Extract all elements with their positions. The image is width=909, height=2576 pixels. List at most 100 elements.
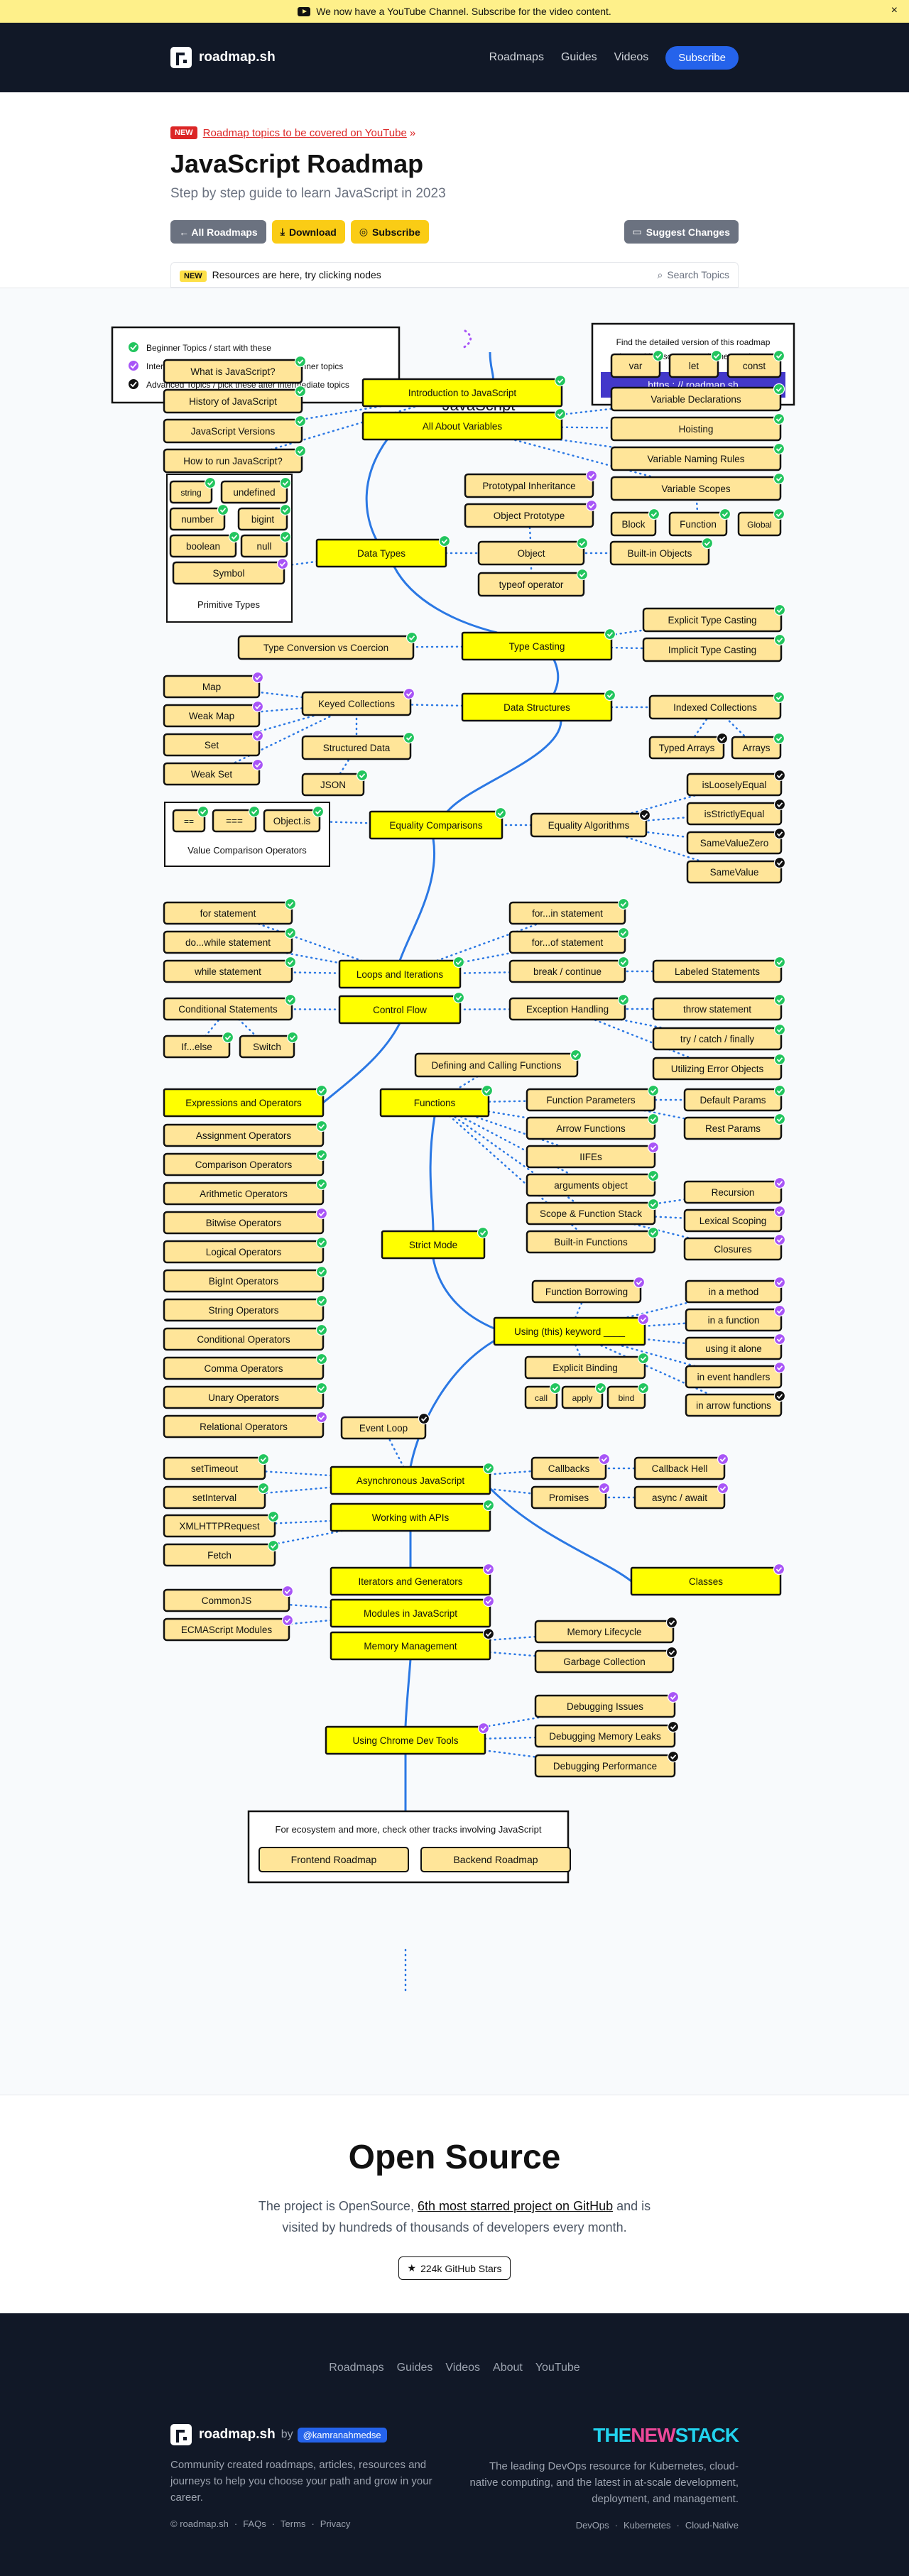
- node-commonjs[interactable]: CommonJS: [163, 1585, 294, 1612]
- node-iterators-and-generators[interactable]: Iterators and Generators: [330, 1563, 495, 1596]
- node-expressions-and-operators[interactable]: Expressions and Operators: [163, 1084, 328, 1118]
- node-async-await[interactable]: async / await: [633, 1482, 729, 1510]
- brand-logo[interactable]: roadmap.sh: [170, 47, 276, 68]
- node-block[interactable]: Block: [610, 508, 660, 537]
- nav-videos-link[interactable]: Videos: [614, 51, 649, 63]
- cloud-native-link[interactable]: Cloud-Native: [685, 2520, 739, 2531]
- all-roadmaps-button[interactable]: ← All Roadmaps: [170, 220, 266, 244]
- node-setinterval[interactable]: setInterval: [163, 1482, 270, 1510]
- node-bigint-operators[interactable]: BigInt Operators: [163, 1265, 328, 1293]
- node-samevalue[interactable]: SameValue: [686, 856, 786, 884]
- node-islooselyequal[interactable]: isLooselyEqual: [686, 769, 786, 797]
- node-comma-operators[interactable]: Comma Operators: [163, 1353, 328, 1380]
- node-prototypal-inheritance[interactable]: Prototypal Inheritance: [464, 469, 598, 498]
- node-keyed-collections[interactable]: Keyed Collections: [301, 687, 415, 716]
- thenewstack-logo[interactable]: THENEWSTACK: [593, 2424, 739, 2446]
- node-recursion[interactable]: Recursion: [683, 1177, 786, 1204]
- node-while-statement[interactable]: while statement: [163, 956, 297, 983]
- node-memory-lifecycle[interactable]: Memory Lifecycle: [534, 1616, 678, 1644]
- footer-roadmaps-link[interactable]: Roadmaps: [329, 2362, 384, 2374]
- terms-link[interactable]: Terms: [281, 2518, 306, 2529]
- node-weak-map[interactable]: Weak Map: [163, 700, 264, 728]
- kubernetes-link[interactable]: Kubernetes: [624, 2520, 671, 2531]
- node-using-it-alone[interactable]: using it alone: [685, 1333, 786, 1360]
- node-unary-operators[interactable]: Unary Operators: [163, 1382, 328, 1409]
- node-arrow-functions[interactable]: Arrow Functions: [526, 1113, 660, 1140]
- node-for-in-statement[interactable]: for...in statement: [508, 897, 630, 925]
- node-switch[interactable]: Switch: [239, 1031, 299, 1059]
- node-arguments-object[interactable]: arguments object: [526, 1169, 660, 1197]
- privacy-link[interactable]: Privacy: [320, 2518, 351, 2529]
- node-samevaluezero[interactable]: SameValueZero: [686, 827, 786, 855]
- node-number[interactable]: number: [169, 503, 229, 531]
- node-logical-operators[interactable]: Logical Operators: [163, 1236, 328, 1264]
- node-how-to-run-javascript[interactable]: How to run JavaScript?: [163, 444, 307, 474]
- node-history-of-javascript[interactable]: History of JavaScript: [163, 385, 307, 414]
- node-memory-management[interactable]: Memory Management: [330, 1627, 495, 1661]
- node-loops-and-iterations[interactable]: Loops and Iterations: [338, 956, 465, 989]
- node-in-arrow-functions[interactable]: in arrow functions: [685, 1390, 786, 1417]
- node-bind[interactable]: bind: [606, 1382, 650, 1409]
- node-break-continue[interactable]: break / continue: [508, 956, 630, 983]
- node-in-a-function[interactable]: in a function: [685, 1304, 786, 1332]
- node-null[interactable]: null: [240, 530, 292, 558]
- node-typeof-operator[interactable]: typeof operator: [477, 568, 589, 597]
- node-set[interactable]: Set: [163, 729, 264, 757]
- node-arrays[interactable]: Arrays: [731, 732, 785, 760]
- node-string-operators[interactable]: String Operators: [163, 1294, 328, 1322]
- node-xmlhttprequest[interactable]: XMLHTTPRequest: [163, 1510, 280, 1538]
- node-structured-data[interactable]: Structured Data: [301, 731, 415, 760]
- node-debugging-issues[interactable]: Debugging Issues: [534, 1691, 680, 1718]
- node-ecmascript-modules[interactable]: ECMAScript Modules: [163, 1614, 294, 1642]
- node-equality-comparisons[interactable]: Equality Comparisons: [369, 807, 507, 840]
- node-try-catch-finally[interactable]: try / catch / finally: [652, 1023, 786, 1051]
- node-bigint[interactable]: bigint: [237, 503, 292, 531]
- node-garbage-collection[interactable]: Garbage Collection: [534, 1646, 678, 1674]
- node-labeled-statements[interactable]: Labeled Statements: [652, 956, 786, 983]
- node-lexical-scoping[interactable]: Lexical Scoping: [683, 1205, 786, 1233]
- node-throw-statement[interactable]: throw statement: [652, 993, 786, 1021]
- github-starred-link[interactable]: 6th most starred project on GitHub: [417, 2199, 614, 2213]
- node-variable-naming-rules[interactable]: Variable Naming Rules: [610, 442, 785, 471]
- node-symbol[interactable]: Symbol: [172, 557, 289, 585]
- node-boolean[interactable]: boolean: [169, 530, 241, 558]
- node-utilizing-error-objects[interactable]: Utilizing Error Objects: [652, 1053, 786, 1081]
- node-asynchronous-javascript[interactable]: Asynchronous JavaScript: [330, 1462, 495, 1495]
- node-let[interactable]: let: [668, 349, 723, 378]
- node-all-about-variables[interactable]: All About Variables: [361, 408, 567, 441]
- node-what-is-javascript[interactable]: What is JavaScript?: [163, 355, 307, 384]
- node-strict-mode[interactable]: Strict Mode: [381, 1226, 489, 1260]
- suggest-changes-button[interactable]: ▭Suggest Changes: [624, 220, 739, 244]
- node-object-prototype[interactable]: Object Prototype: [464, 499, 598, 528]
- footer-videos-link[interactable]: Videos: [445, 2362, 481, 2374]
- youtube-topics-link[interactable]: Roadmap topics to be covered on YouTube: [202, 126, 407, 139]
- node-classes[interactable]: Classes: [630, 1563, 785, 1596]
- node-assignment-operators[interactable]: Assignment Operators: [163, 1120, 328, 1147]
- node-conditional-operators[interactable]: Conditional Operators: [163, 1324, 328, 1351]
- node-for-statement[interactable]: for statement: [163, 897, 297, 925]
- node-bitwise-operators[interactable]: Bitwise Operators: [163, 1207, 328, 1235]
- node-in-a-method[interactable]: in a method: [685, 1276, 786, 1304]
- download-button[interactable]: ⤓Download: [271, 220, 345, 244]
- node-using-this-keyword[interactable]: Using (this) keyword ____: [493, 1313, 650, 1346]
- node-[interactable]: ===: [212, 805, 261, 833]
- node-json[interactable]: JSON: [301, 769, 369, 797]
- node-javascript-versions[interactable]: JavaScript Versions: [163, 415, 307, 444]
- node-object[interactable]: Object: [477, 537, 589, 566]
- node-object-is[interactable]: Object.is: [263, 805, 325, 833]
- node-debugging-performance[interactable]: Debugging Performance: [534, 1750, 680, 1778]
- node-defining-and-calling-functions[interactable]: Defining and Calling Functions: [414, 1049, 582, 1078]
- node-apply[interactable]: apply: [561, 1382, 607, 1409]
- close-icon[interactable]: ×: [891, 4, 898, 16]
- node-function-borrowing[interactable]: Function Borrowing: [531, 1276, 646, 1304]
- node-global[interactable]: Global: [737, 508, 785, 537]
- node-type-casting[interactable]: Type Casting: [461, 628, 616, 661]
- nav-subscribe-button[interactable]: Subscribe: [665, 45, 739, 70]
- node-default-params[interactable]: Default Params: [683, 1084, 786, 1112]
- footer-about-link[interactable]: About: [493, 2362, 523, 2374]
- node-explicit-binding[interactable]: Explicit Binding: [524, 1352, 650, 1380]
- node-map[interactable]: Map: [163, 671, 264, 699]
- faqs-link[interactable]: FAQs: [243, 2518, 266, 2529]
- node-rest-params[interactable]: Rest Params: [683, 1113, 786, 1140]
- node-introduction-to-javascript[interactable]: Introduction to JavaScript: [361, 374, 567, 408]
